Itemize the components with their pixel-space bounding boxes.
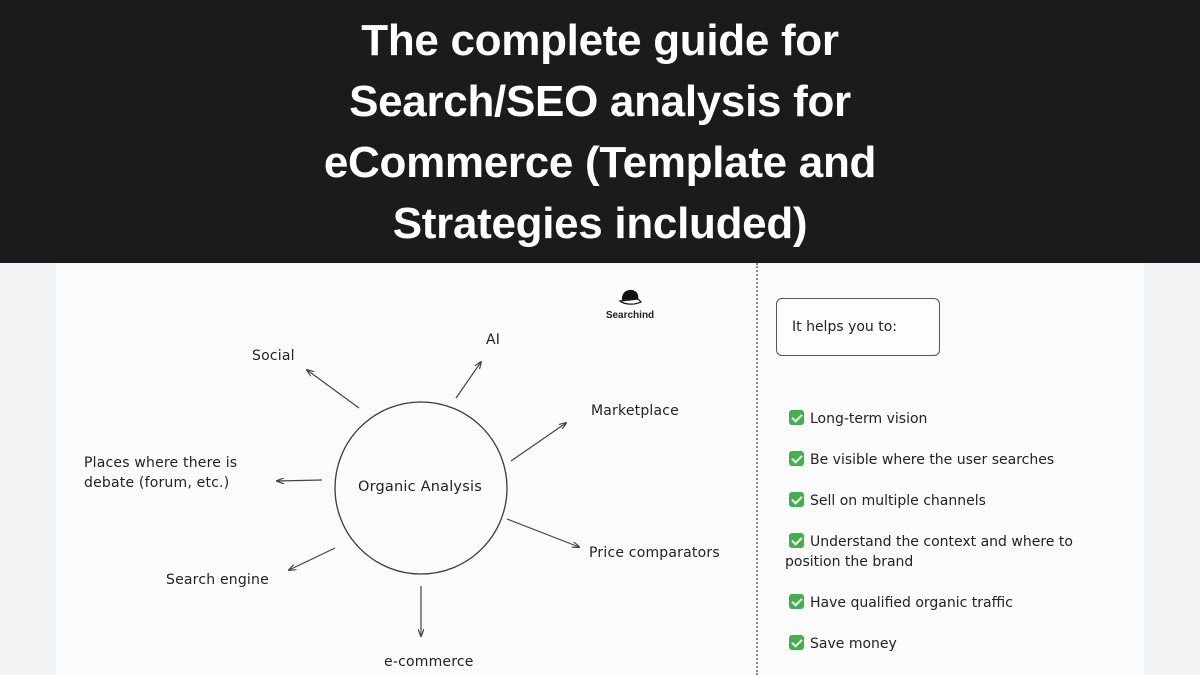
- node-social: Social: [252, 348, 295, 364]
- node-ai: AI: [486, 332, 501, 348]
- benefit-item: Sell on multiple channels: [789, 491, 1134, 511]
- left-margin: [0, 263, 56, 675]
- node-price-comparators: Price comparators: [589, 545, 720, 561]
- benefit-item: Be visible where the user searches: [789, 450, 1134, 470]
- benefit-text: Have qualified organic traffic: [810, 595, 1013, 611]
- node-marketplace: Marketplace: [591, 403, 679, 419]
- benefit-item: Have qualified organic traffic: [789, 593, 1134, 613]
- check-box-icon: [789, 410, 804, 425]
- check-box-icon: [789, 533, 804, 548]
- node-search-engine: Search engine: [166, 572, 269, 588]
- brand-name: Searchind: [605, 310, 655, 321]
- section-divider: [756, 263, 758, 675]
- helps-title: It helps you to:: [792, 319, 898, 335]
- benefit-item: Long-term vision: [789, 409, 1134, 429]
- brand-logo: Searchind: [600, 288, 660, 321]
- benefit-text: Long-term vision: [810, 411, 928, 427]
- whiteboard-canvas: [56, 263, 1144, 675]
- check-box-icon: [789, 594, 804, 609]
- helps-box: It helps you to:: [776, 298, 940, 356]
- check-box-icon: [789, 451, 804, 466]
- page-title: The complete guide for Search/SEO analys…: [323, 15, 877, 248]
- node-forums: Places where there is debate (forum, etc…: [84, 455, 238, 491]
- benefit-text: Understand the context and where to posi…: [785, 534, 1073, 570]
- benefit-item: Save money: [789, 634, 1134, 654]
- check-box-icon: [789, 492, 804, 507]
- benefit-text: Sell on multiple channels: [810, 493, 986, 509]
- benefit-item: Understand the context and where to posi…: [785, 532, 1130, 572]
- benefit-text: Be visible where the user searches: [810, 452, 1055, 468]
- benefit-text: Save money: [810, 636, 897, 652]
- cap-icon: [618, 289, 643, 305]
- node-e-commerce: e-commerce: [384, 654, 474, 670]
- center-label: Organic Analysis: [358, 479, 482, 495]
- title-banner: The complete guide for Search/SEO analys…: [0, 0, 1200, 263]
- right-margin: [1144, 263, 1200, 675]
- check-box-icon: [789, 635, 804, 650]
